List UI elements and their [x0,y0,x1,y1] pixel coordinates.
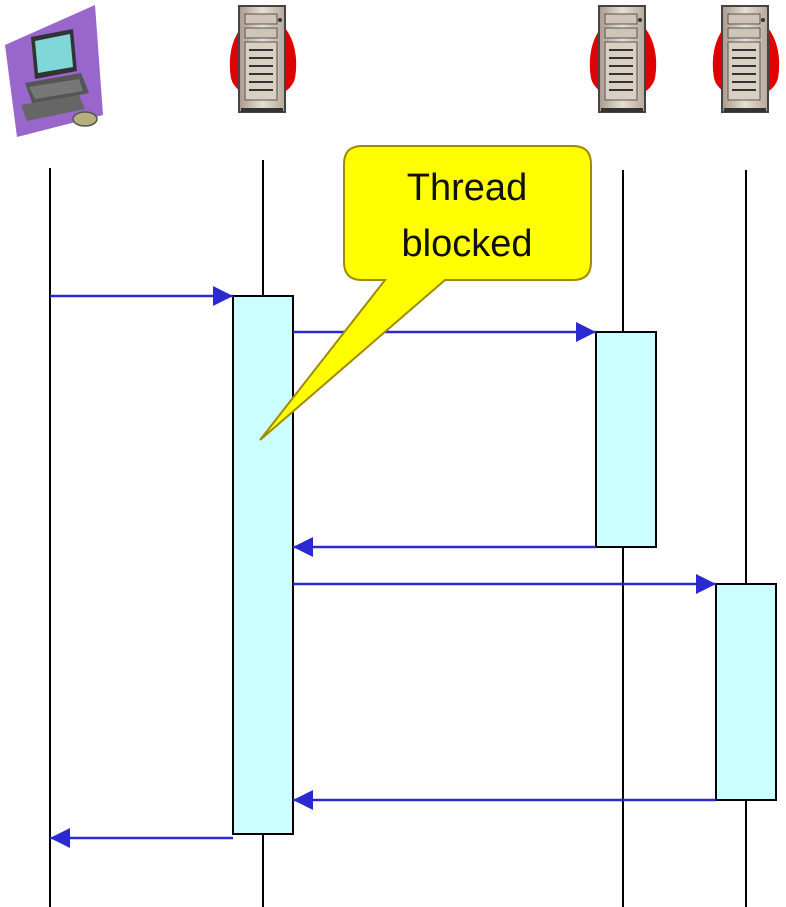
server-tower-icon [228,5,298,113]
server-tower-icon [711,5,781,113]
server-1-activation [232,295,294,835]
client-computer-icon [5,5,103,137]
thread-blocked-callout: Thread blocked [259,145,592,441]
server-tower-icon [588,5,658,113]
callout-line-1: Thread [407,167,527,209]
callout-line-2: blocked [402,223,533,265]
server-2-activation [595,331,657,548]
server-3-activation [715,583,777,801]
